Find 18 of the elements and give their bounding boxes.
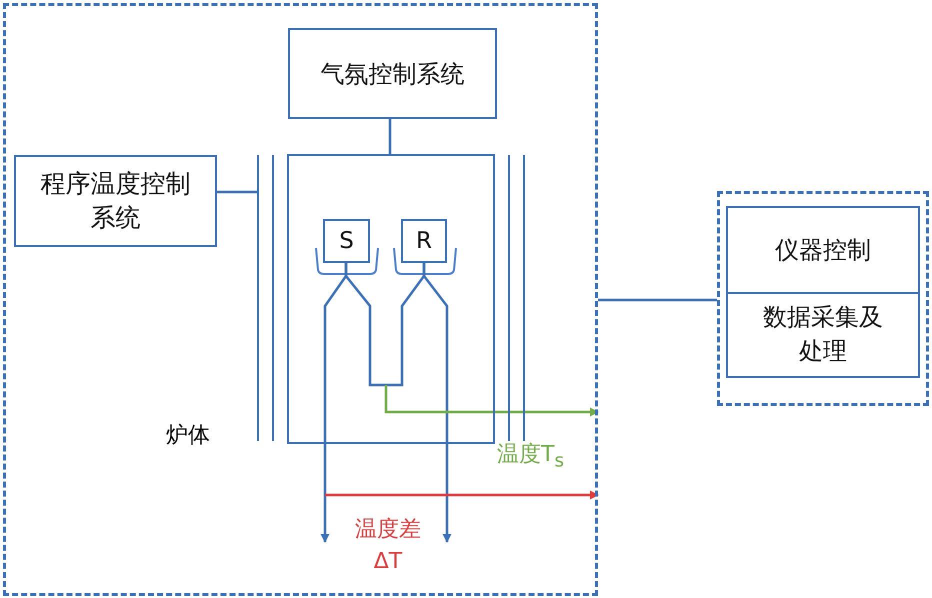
furnace-label: 炉体 [166, 422, 210, 450]
process-box: 数据采集及处理 [726, 292, 920, 378]
sample-holder: R [401, 219, 447, 263]
connector-line [344, 263, 426, 386]
arrow [384, 385, 599, 416]
process-box: 程序温度控制系统 [14, 155, 217, 247]
process-box: 气氛控制系统 [288, 28, 497, 119]
sample-holder: S [323, 219, 370, 263]
furnace-wall [508, 155, 525, 441]
arrow [325, 490, 599, 500]
furnace-chamber [287, 154, 495, 444]
connector-line [388, 119, 392, 154]
process-box: 仪器控制 [726, 206, 920, 294]
edge-label: 温度差 ΔT [354, 516, 422, 576]
dashed-frame [717, 191, 929, 406]
furnace-wall [257, 155, 274, 441]
connector-line [217, 190, 257, 194]
connector-line [598, 298, 717, 302]
